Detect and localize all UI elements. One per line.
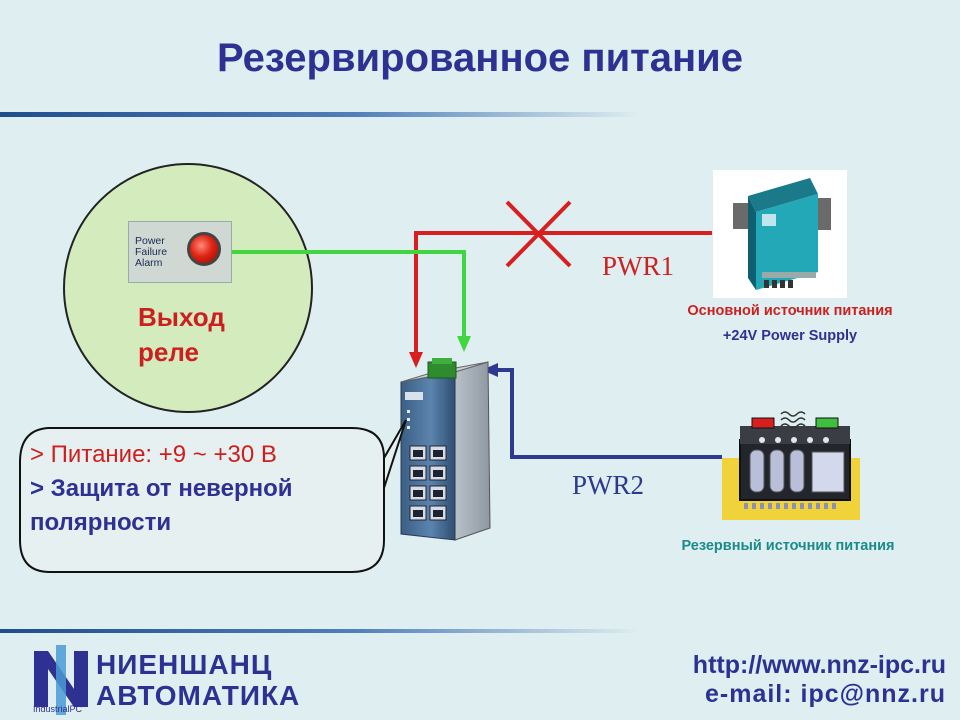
website-link[interactable]: http://www.nnz-ipc.ru [692,651,946,679]
page-title: Резервированное питание [216,36,743,80]
backup-battery-icon [722,411,860,520]
alarm-wire [232,250,471,352]
callout-text: > Питание: +9 ~ +30 В > Защита от неверн… [30,438,390,540]
main-supply-spec: +24V Power Supply [722,328,858,344]
main-supply-label: Основной источник питания [687,303,893,319]
relay-label-line: Выход [138,302,225,332]
main-power-supply-icon [713,170,847,298]
company-logo-icon [34,645,88,715]
alarm-label-line: Failure [135,246,168,258]
alarm-lamp-icon [187,232,221,266]
alarm-label: Power Failure Alarm [135,236,185,269]
callout-line-voltage: > Питание: +9 ~ +30 В [30,441,277,468]
pwr2-wire [482,363,722,459]
pwr1-wire [409,231,712,368]
relay-output-label: Выход реле [138,300,225,370]
pwr2-label: PWR2 [572,470,645,500]
bottom-divider [0,629,640,633]
alarm-label-line: Alarm [135,257,163,269]
pwr1-label: PWR1 [602,251,675,281]
backup-supply-label: Резервный источник питания [681,538,895,554]
callout-line-polarity: полярности [30,509,172,536]
logo-small-text: IndustrialPC [33,704,83,714]
callout-line-protection: > Защита от неверной [30,475,293,502]
email-link[interactable]: e-mail: ipc@nnz.ru [704,680,946,708]
relay-output-circle [63,163,313,413]
alarm-label-line: Power [135,235,165,247]
pwr1-break-cross-icon [505,200,572,268]
callout-box [19,419,407,573]
ethernet-switch-icon [400,358,491,541]
logo-line2: АВТОМАТИКА [96,680,301,711]
logo-line1: НИЕНШАНЦ [96,649,273,680]
top-divider [0,112,640,117]
relay-label-line: реле [138,337,199,367]
power-failure-alarm-panel: Power Failure Alarm [128,221,232,283]
